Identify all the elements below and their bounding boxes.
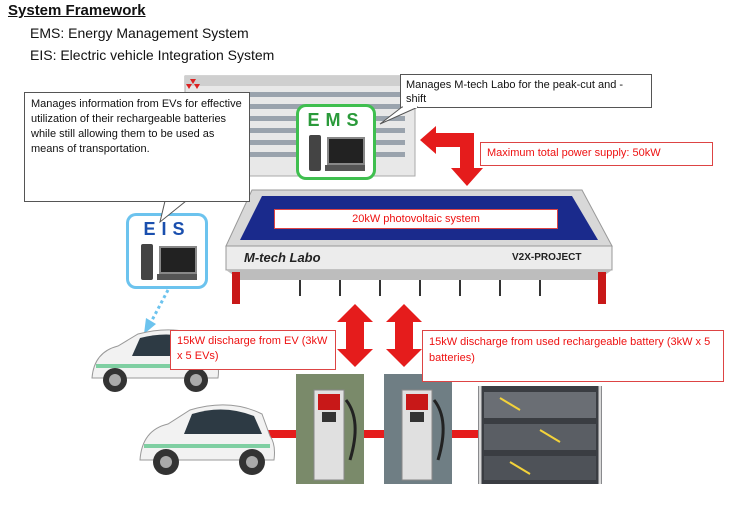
keyboard-icon bbox=[157, 274, 197, 280]
ev-discharge-arrow bbox=[337, 304, 373, 367]
pv-system-label: 20kW photovoltaic system bbox=[274, 209, 558, 229]
max-power-label: Maximum total power supply: 50kW bbox=[480, 142, 713, 166]
ems-callout: Manages M-tech Labo for the peak-cut and… bbox=[400, 74, 652, 108]
car-charger-link bbox=[268, 430, 298, 438]
project-name: V2X-PROJECT bbox=[512, 252, 582, 263]
power-arrows bbox=[268, 126, 483, 438]
ems-definition: EMS: Energy Management System bbox=[30, 25, 249, 41]
monitor-icon bbox=[327, 137, 365, 165]
keyboard-icon bbox=[325, 165, 365, 171]
battery-rack bbox=[478, 386, 602, 484]
monitor-icon bbox=[159, 246, 197, 274]
eis-callout: Manages information from EVs for effecti… bbox=[24, 92, 250, 202]
eis-definition: EIS: Electric vehicle Integration System bbox=[30, 47, 275, 63]
logo-icon bbox=[190, 79, 196, 84]
server-icon bbox=[309, 135, 321, 171]
ev-discharge-label: 15kW discharge from EV (3kW x 5 EVs) bbox=[170, 330, 336, 370]
eis-link-arrow bbox=[144, 289, 170, 334]
server-icon bbox=[141, 244, 153, 280]
eis-label: EIS bbox=[143, 219, 191, 239]
charger-battery-link bbox=[452, 430, 478, 438]
facility-name: M-tech Labo bbox=[244, 250, 321, 265]
battery-discharge-arrow bbox=[386, 304, 422, 367]
ems-box: EMS bbox=[296, 104, 376, 180]
eis-box: EIS bbox=[126, 213, 208, 289]
mtech-labo-canopy bbox=[225, 189, 613, 304]
charger-charger-link bbox=[362, 430, 384, 438]
charger-right bbox=[384, 374, 452, 484]
page-title: System Framework bbox=[8, 2, 146, 19]
ems-to-labo-arrow bbox=[420, 126, 483, 186]
ev-car-lower bbox=[139, 404, 275, 475]
charger-left bbox=[296, 374, 364, 484]
battery-discharge-label: 15kW discharge from used rechargeable ba… bbox=[422, 330, 724, 382]
ems-label: EMS bbox=[307, 110, 365, 130]
